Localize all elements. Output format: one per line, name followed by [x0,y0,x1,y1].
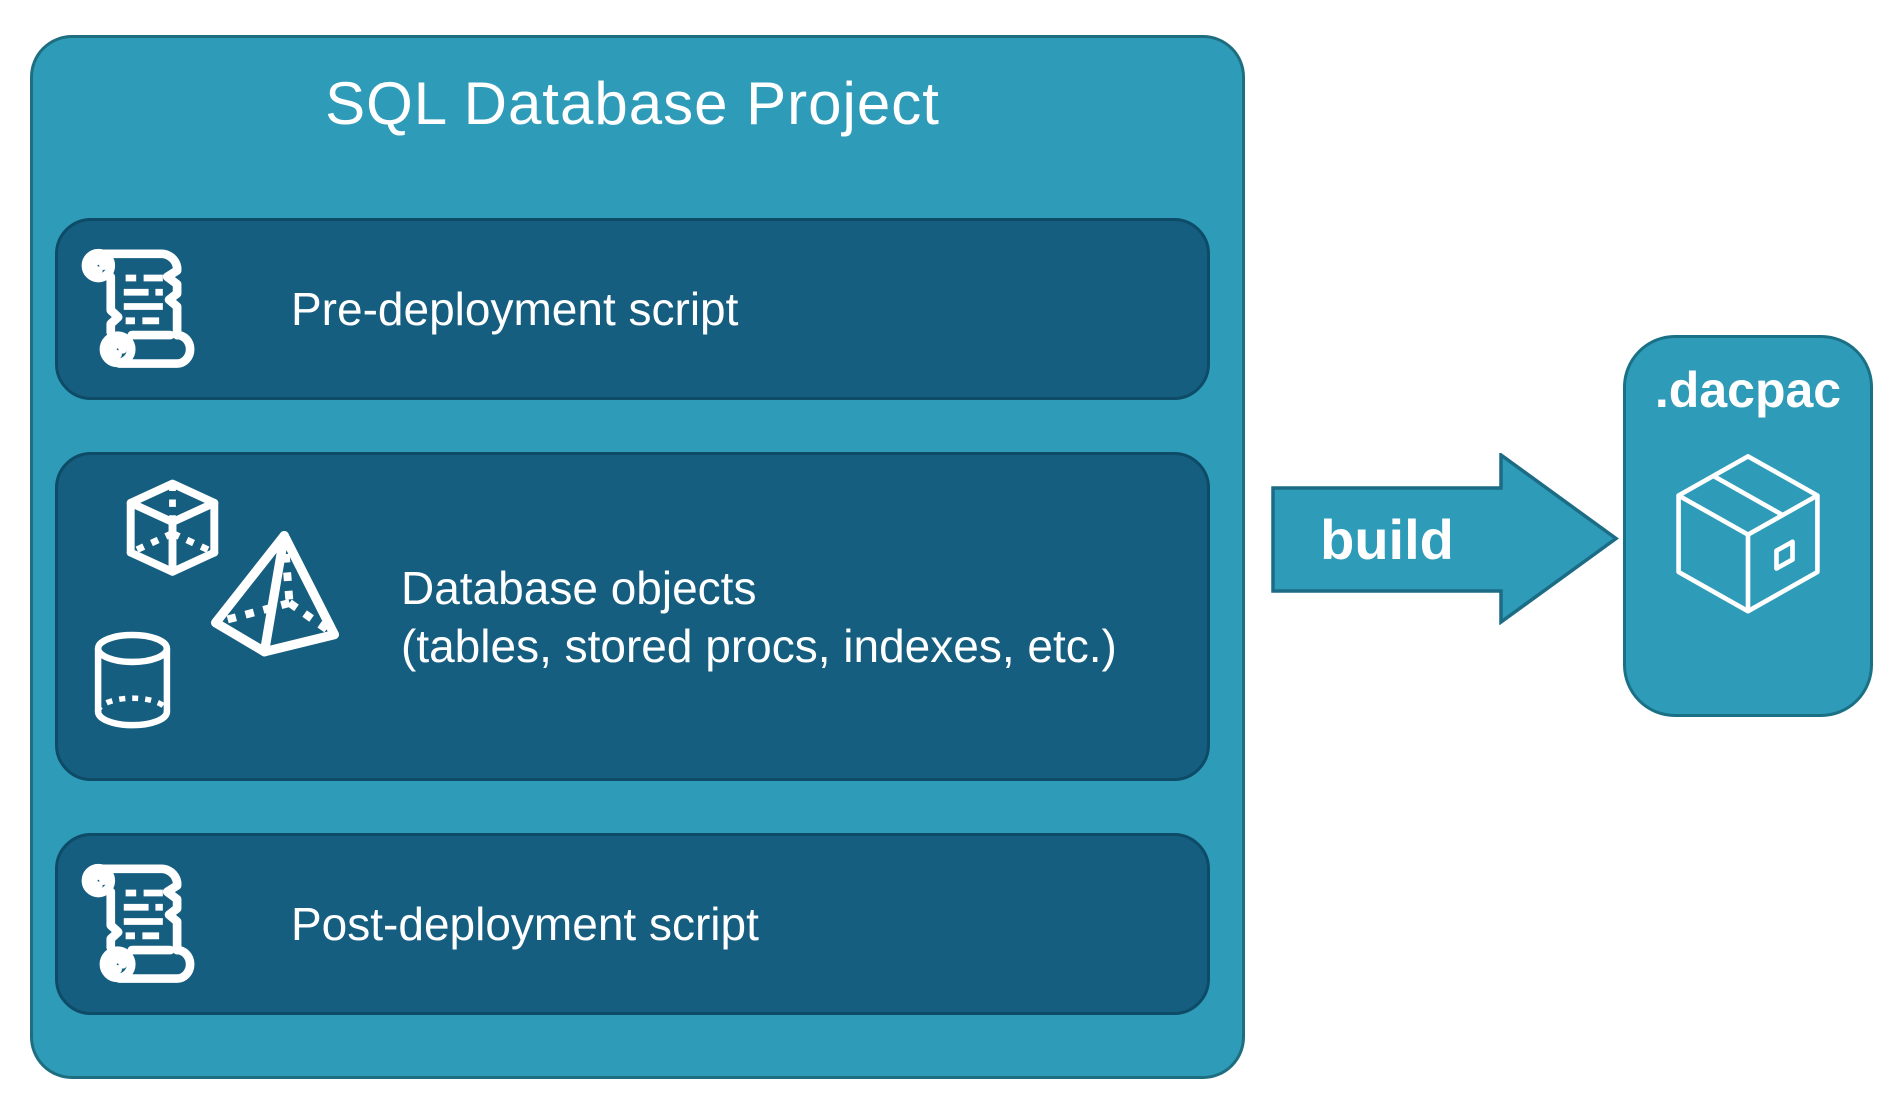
pre-deployment-label: Pre-deployment script [291,283,739,335]
database-objects-icons [80,455,380,778]
database-objects-label: Database objects [401,561,757,614]
cylinder-icon [94,631,171,729]
dacpac-label: .dacpac [1654,362,1842,418]
pre-deployment-box: Pre-deployment script [55,218,1210,400]
post-deployment-box: Post-deployment script [55,833,1210,1015]
post-deployment-label: Post-deployment script [291,898,759,950]
cube-icon [126,479,219,576]
database-objects-sublabel: (tables, stored procs, indexes, etc.) [401,619,1117,672]
project-title: SQL Database Project [325,70,940,137]
scroll-icon [81,863,195,983]
pyramid-icon [210,530,340,657]
dacpac-node: .dacpac [1623,335,1873,717]
database-objects-box: Database objects (tables, stored procs, … [55,452,1210,781]
scroll-icon [81,248,195,368]
build-arrow-label: build [1320,508,1454,571]
sql-database-project-container: SQL Database Project [30,35,1245,1079]
build-arrow [1271,453,1619,625]
package-icon [1676,454,1820,614]
